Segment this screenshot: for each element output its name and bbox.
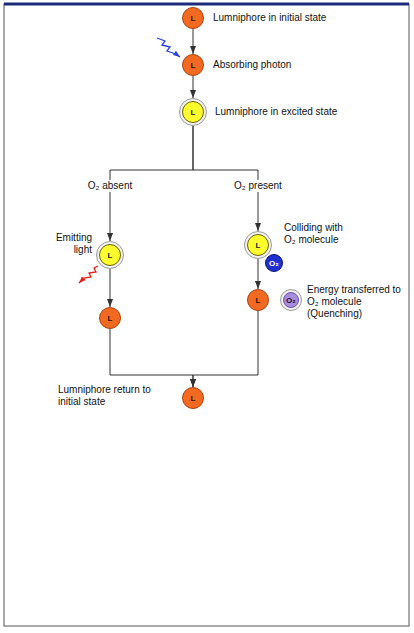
flow-arrow	[110, 329, 193, 387]
circle-symbol: L	[191, 394, 196, 403]
circle-body	[100, 245, 121, 266]
incoming-photon	[157, 38, 180, 57]
state-caption: Absorbing photon	[213, 59, 363, 71]
branch-label: O₂ absent	[86, 180, 134, 192]
circle-symbol: L	[191, 61, 196, 70]
circle-symbol: L	[256, 296, 261, 305]
glow-ring	[281, 290, 302, 311]
circle-body	[183, 388, 204, 409]
luminophore-circle: LLumniphore return to initial state	[182, 387, 204, 409]
state-caption: Energy transferred to O₂ molecule (Quenc…	[307, 284, 403, 320]
circle-symbol: L	[191, 14, 196, 23]
excited-luminophore-circle: LEmitting light	[96, 241, 124, 269]
circle-body	[183, 8, 204, 29]
branch-label: O₂ present	[232, 180, 284, 192]
circle-symbol: O₂	[286, 296, 296, 305]
glow-ring	[97, 242, 124, 269]
luminophore-circle: L	[99, 307, 121, 329]
excited-luminophore-circle: LLumniphore in excited state	[179, 98, 207, 126]
circle-symbol: L	[191, 108, 196, 117]
flow-arrow	[193, 76, 194, 98]
circle-body	[248, 235, 269, 256]
flow-arrow	[193, 311, 258, 387]
circle-symbol: L	[108, 251, 113, 260]
state-caption: Colliding with O₂ molecule	[284, 222, 356, 246]
excited-oxygen-circle: O₂Energy transferred to O₂ molecule (Que…	[280, 289, 302, 311]
frame-border	[4, 4, 409, 626]
circle-symbol: O₂	[269, 259, 279, 268]
circle-body	[284, 293, 299, 308]
flow-arrow	[110, 269, 111, 307]
glow-ring	[180, 99, 207, 126]
circle-body	[183, 102, 204, 123]
flow-arrow	[258, 259, 259, 289]
state-caption: Emitting light	[46, 232, 92, 256]
flow-arrow	[193, 126, 258, 231]
glow-ring	[245, 232, 272, 259]
circle-body	[100, 308, 121, 329]
circle-body	[266, 255, 283, 272]
state-caption: Lumniphore in initial state	[213, 12, 363, 24]
flow-arrow	[193, 29, 194, 54]
oxygen-circle: O₂	[265, 254, 283, 272]
luminophore-circle: LLumniphore in initial state	[182, 7, 204, 29]
circle-symbol: L	[256, 241, 261, 250]
excited-luminophore-circle: LColliding with O₂ molecule	[244, 231, 272, 259]
luminophore-circle: LAbsorbing photon	[182, 54, 204, 76]
state-caption: Lumniphore return to initial state	[58, 384, 154, 408]
emitted-photon	[79, 266, 98, 283]
frame-top-bar	[4, 3, 409, 6]
circle-body	[248, 290, 269, 311]
circle-body	[183, 55, 204, 76]
circle-symbol: L	[108, 314, 113, 323]
state-caption: Lumniphore in excited state	[215, 106, 365, 118]
luminophore-circle: L	[247, 289, 269, 311]
